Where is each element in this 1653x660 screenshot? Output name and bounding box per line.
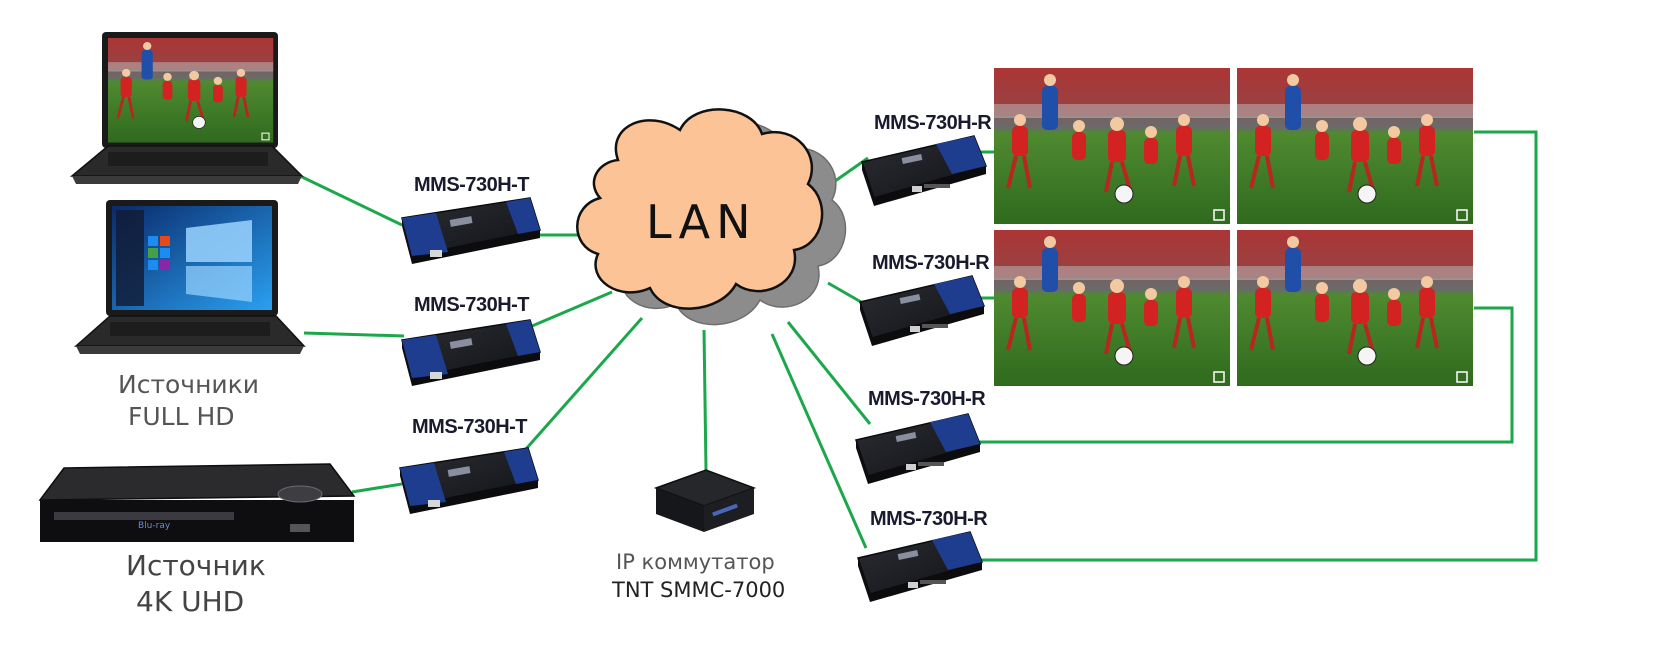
ip-switch-label-2: TNT SMMC-7000: [611, 578, 785, 602]
link-rx4-screen2: [968, 130, 1538, 562]
laptop-source-2: [74, 200, 306, 354]
video-screen-2: [1235, 66, 1475, 226]
source-4k-label-2: 4K UHD: [136, 585, 244, 618]
ip-switch-icon: [653, 469, 757, 532]
svg-text:Blu-ray: Blu-ray: [138, 521, 171, 531]
video-wall: [992, 66, 1475, 388]
link-bluray-tx3: [351, 482, 403, 494]
lan-label: LAN: [646, 195, 757, 249]
sources-fullhd-label-1: Источники: [118, 370, 259, 399]
source-4k-label-1: Источник: [126, 549, 266, 582]
receiver-box-icon: [855, 413, 981, 485]
receiver-box-icon: [859, 275, 985, 347]
receiver-2: MMS-730H-R: [859, 252, 991, 347]
lan-cloud-body: [576, 108, 824, 310]
lan-cloud: LAN: [576, 108, 847, 326]
ip-switch-label-1: IP коммутатор: [616, 550, 775, 574]
receiver-4: MMS-730H-R: [857, 508, 989, 603]
link-rx3-screen4: [968, 306, 1514, 444]
video-screen-1: [992, 66, 1232, 226]
link-tx3-lan: [516, 317, 644, 459]
transmitter-3: MMS-730H-T: [399, 416, 539, 515]
link-lan-rx3: [786, 321, 872, 425]
receiver-3: MMS-730H-R: [855, 388, 987, 485]
transmitter-box-icon: [401, 319, 541, 387]
receiver-box-icon: [861, 135, 987, 207]
link-lan-rx4: [770, 333, 868, 549]
bluray-player-icon: Blu-ray: [38, 463, 356, 542]
transmitter-1-label: MMS-730H-T: [414, 174, 529, 196]
transmitter-box-icon: [401, 197, 541, 265]
link-lan-switch: [702, 329, 708, 471]
link-laptop1-tx1: [299, 174, 403, 227]
laptop-source-1: [69, 32, 304, 184]
receiver-3-label: MMS-730H-R: [868, 388, 986, 410]
transmitter-2: MMS-730H-T: [401, 294, 541, 387]
video-screen-3: [992, 228, 1232, 388]
link-laptop2-tx2: [303, 331, 405, 338]
receiver-1-label: MMS-730H-R: [874, 112, 992, 134]
receiver-1: MMS-730H-R: [861, 112, 993, 207]
link-tx2-lan: [517, 290, 613, 334]
sources-fullhd-label-2: FULL HD: [128, 402, 235, 431]
receiver-4-label: MMS-730H-R: [870, 508, 988, 530]
transmitter-box-icon: [399, 447, 539, 515]
receiver-box-icon: [857, 531, 983, 603]
receiver-2-label: MMS-730H-R: [872, 252, 990, 274]
transmitter-2-label: MMS-730H-T: [414, 294, 529, 316]
transmitter-3-label: MMS-730H-T: [412, 416, 527, 438]
video-screen-4: [1235, 228, 1475, 388]
transmitter-1: MMS-730H-T: [401, 174, 541, 265]
